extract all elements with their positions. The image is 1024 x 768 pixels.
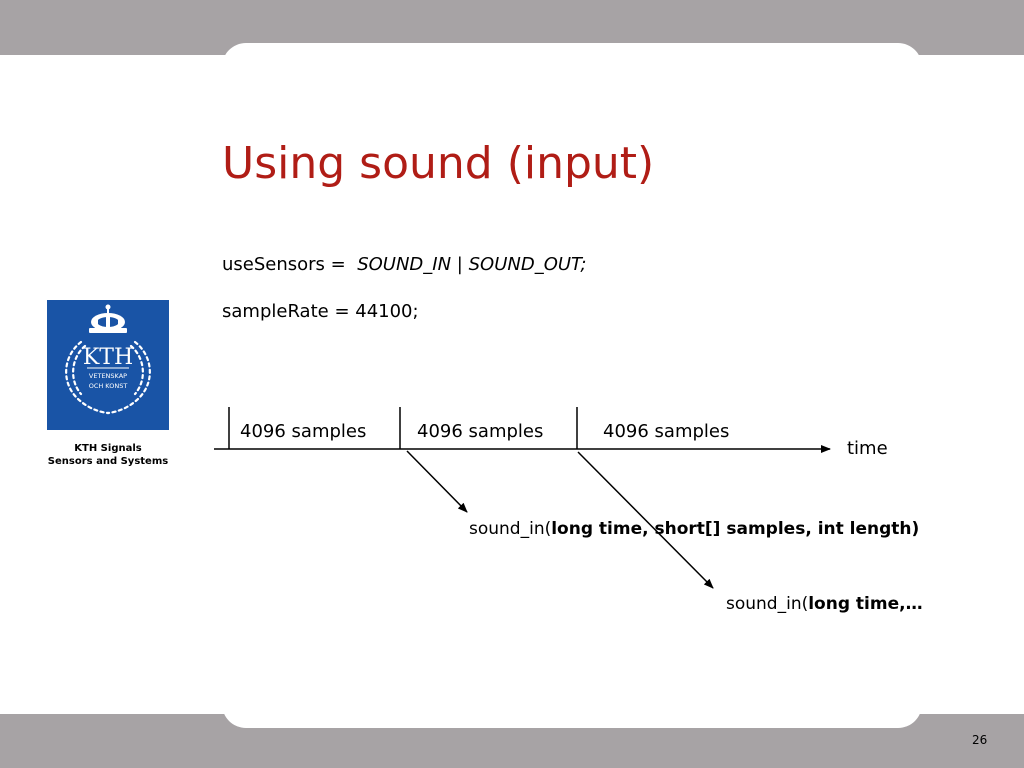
logo-caption-line-2: Sensors and Systems (47, 456, 169, 467)
sound-in-call-2-args: long time,… (808, 594, 923, 614)
sample-rate-line: sampleRate = 44100; (222, 301, 419, 322)
kth-crest-icon: KTH VETENSKAP OCH KONST (65, 304, 151, 415)
sound-in-call-1-args: long time, short[] samples, int length) (551, 519, 920, 539)
sample-block-label-1: 4096 samples (240, 421, 367, 442)
sound-in-constant: SOUND_IN (357, 254, 452, 275)
sensor-separator: | (451, 254, 469, 275)
use-sensors-prefix: useSensors = (222, 254, 352, 275)
call-arrow-1 (406, 450, 468, 513)
svg-text:KTH: KTH (83, 345, 133, 370)
sound-in-call-1: sound_in(long time, short[] samples, int… (469, 517, 919, 541)
svg-text:OCH KONST: OCH KONST (89, 382, 128, 390)
sample-block-label-2: 4096 samples (417, 421, 544, 442)
sound-in-call-2: sound_in(long time,… (726, 592, 923, 616)
panel-bottom-tab (222, 690, 922, 728)
panel-top-tab (222, 43, 922, 83)
call-arrow-2 (577, 451, 714, 589)
logo-caption-line-1: KTH Signals (74, 443, 142, 454)
sound-out-constant: SOUND_OUT; (468, 254, 587, 275)
page-number: 26 (972, 733, 988, 747)
sample-block-label-3: 4096 samples (603, 421, 730, 442)
slide-title: Using sound (input) (222, 138, 655, 189)
sound-in-call-1-prefix: sound_in( (469, 519, 552, 539)
logo-caption: KTH Signals Sensors and Systems (30, 442, 186, 468)
kth-logo: KTH VETENSKAP OCH KONST (47, 300, 169, 430)
sound-in-call-2-prefix: sound_in( (726, 594, 809, 614)
svg-text:VETENSKAP: VETENSKAP (89, 372, 127, 380)
use-sensors-line: useSensors = SOUND_IN | SOUND_OUT; (222, 253, 586, 277)
time-axis-label: time (847, 438, 888, 459)
content-panel (0, 55, 1024, 714)
